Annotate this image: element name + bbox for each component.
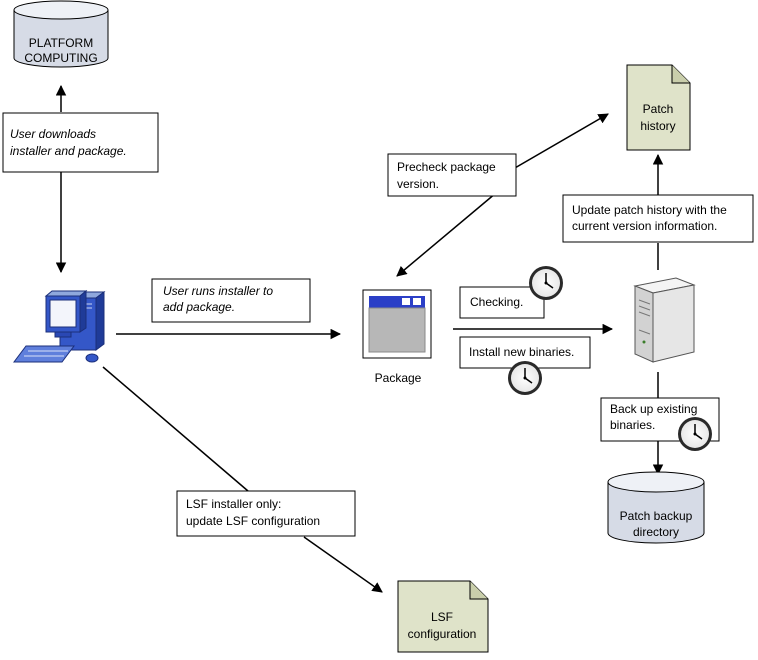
package-node: Package [362,289,432,385]
platform-computing-line-2: COMPUTING [24,51,97,65]
note-download-line-2: installer and package. [10,144,127,158]
edge-lsfnote-to-config [303,536,383,593]
note-update-history-line-2: current version information. [572,219,717,233]
note-update-history-line-1: Update patch history with the [572,203,727,217]
server-icon [633,277,696,363]
note-backup-line-1: Back up existing [610,402,697,416]
computer-icon [13,289,106,363]
note-run-installer-line-2: add package. [163,300,235,314]
note-run-installer-line-1: User runs installer to [163,284,273,298]
edge-precheck-to-history [507,113,609,173]
lsf-config-node: LSF configuration [397,580,489,653]
edge-precheck-to-package [396,192,497,277]
patch-backup-line-2: directory [633,525,679,539]
note-run-installer: User runs installer to add package. [151,278,311,323]
note-precheck: Precheck package version. [387,153,517,197]
platform-computing-line-1: PLATFORM [29,36,93,50]
package-label: Package [375,371,422,385]
lsf-config-line-2: configuration [408,627,477,641]
edge-computer-to-lsfnote [102,366,249,492]
clock-icon-checking [529,266,563,300]
clock-icon-install [508,361,542,395]
patch-history-line-2: history [640,119,675,133]
note-lsf-only-line-1: LSF installer only: [186,497,281,511]
lsf-config-line-1: LSF [431,610,453,624]
patch-backup-node: Patch backup directory [607,471,705,544]
platform-computing-node: PLATFORM COMPUTING [13,0,109,68]
note-update-history: Update patch history with the current ve… [562,194,754,243]
note-precheck-line-1: Precheck package [397,160,496,174]
note-checking-text: Checking. [470,295,523,309]
note-lsf-only: LSF installer only: update LSF configura… [176,490,356,537]
patch-backup-line-1: Patch backup [620,509,693,523]
note-precheck-line-2: version. [397,177,439,191]
note-install-binaries-text: Install new binaries. [469,345,574,359]
note-lsf-only-line-2: update LSF configuration [186,514,320,528]
note-checking: Checking. [459,286,545,319]
note-download-line-1: User downloads [10,127,96,141]
clock-icon-backup [678,417,712,451]
patch-history-line-1: Patch [643,102,674,116]
note-download: User downloads installer and package. [2,112,159,173]
note-backup-line-2: binaries. [610,418,655,432]
patch-history-node: Patch history [626,64,691,151]
